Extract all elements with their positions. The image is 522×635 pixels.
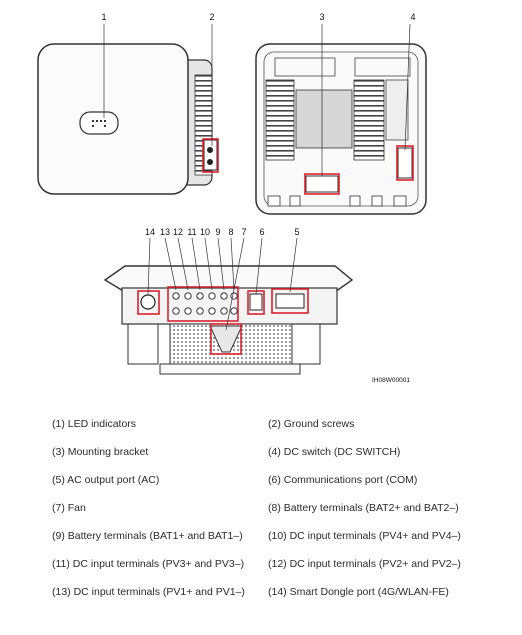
legend-item-8: (8) Battery terminals (BAT2+ and BAT2–) xyxy=(268,502,459,514)
inverter-diagram: 1 2 3 4 14 13 12 11 10 9 8 7 6 5 IH08W00… xyxy=(37,12,427,384)
legend-item-4: (4) DC switch (DC SWITCH) xyxy=(268,446,401,458)
led-indicators xyxy=(92,120,106,127)
callout-6: 6 xyxy=(259,227,264,237)
ac-port-highlight xyxy=(271,288,309,314)
dc-battery-terminals xyxy=(167,286,239,322)
callout-7: 7 xyxy=(241,227,246,237)
callout-8: 8 xyxy=(228,227,233,237)
figure-code: IH08W00001 xyxy=(372,377,410,384)
legend-item-1: (1) LED indicators xyxy=(52,418,137,430)
callout-10: 10 xyxy=(200,227,210,237)
callout-14: 14 xyxy=(145,227,155,237)
callout-3: 3 xyxy=(319,12,324,22)
callout-1: 1 xyxy=(101,12,106,22)
legend-item-7: (7) Fan xyxy=(52,502,86,514)
legend-item-2: (2) Ground screws xyxy=(268,418,355,430)
legend-item-10: (10) DC input terminals (PV4+ and PV4–) xyxy=(268,530,461,542)
callout-11: 11 xyxy=(187,227,196,237)
callout-9: 9 xyxy=(215,227,220,237)
legend-item-12: (12) DC input terminals (PV2+ and PV2–) xyxy=(268,558,461,570)
bottom-view xyxy=(103,265,354,375)
callout-5: 5 xyxy=(294,227,299,237)
callout-13: 13 xyxy=(160,227,170,237)
ground-screws-highlight xyxy=(202,138,219,173)
smart-dongle-highlight xyxy=(137,290,160,315)
front-view xyxy=(37,43,219,195)
callout-2: 2 xyxy=(209,12,214,22)
callout-12: 12 xyxy=(173,227,183,237)
legend-item-9: (9) Battery terminals (BAT1+ and BAT1–) xyxy=(52,530,243,542)
fan-highlight xyxy=(210,323,242,355)
legend-item-14: (14) Smart Dongle port (4G/WLAN-FE) xyxy=(268,586,449,598)
rear-view xyxy=(255,43,427,215)
legend-item-3: (3) Mounting bracket xyxy=(52,446,149,458)
legend-item-13: (13) DC input terminals (PV1+ and PV1–) xyxy=(52,586,245,598)
legend-item-5: (5) AC output port (AC) xyxy=(52,474,160,486)
legend-item-6: (6) Communications port (COM) xyxy=(268,474,418,486)
callout-4: 4 xyxy=(410,12,415,22)
legend-item-11: (11) DC input terminals (PV3+ and PV3–) xyxy=(52,558,245,570)
